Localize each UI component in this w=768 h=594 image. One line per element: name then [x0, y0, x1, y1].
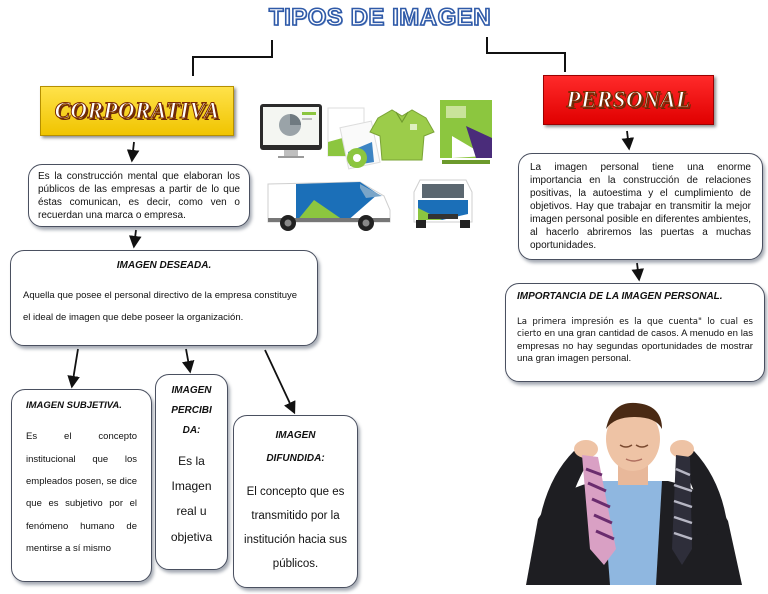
importancia-body: La primera impresión es la que cuenta" l…: [517, 316, 753, 366]
personal-banner: PERSONAL: [543, 75, 714, 125]
corporativa-to-desc-arrow: [126, 141, 140, 163]
striped-tie-dark-icon: [672, 455, 693, 565]
desc-to-deseada-arrow: [128, 229, 142, 249]
title-to-corporativa-line: [192, 40, 273, 76]
corporativa-description-box: Es la construcción mental que elaboran l…: [28, 164, 250, 227]
corporativa-label: CORPORATIVA: [54, 98, 220, 124]
imagen-difundida-title: IMAGEN DIFUNDIDA:: [244, 424, 347, 470]
corporativa-banner: CORPORATIVA: [40, 86, 234, 136]
deseada-to-percibida-arrow: [181, 348, 195, 374]
imagen-deseada-box: IMAGEN DESEADA. Aquella que posee el per…: [10, 250, 318, 346]
personal-label: PERSONAL: [566, 87, 691, 113]
polo-shirt-icon: [369, 109, 435, 161]
imagen-subjetiva-text: Es el concepto institucional que los emp…: [26, 431, 137, 554]
imagen-percibida-title-line: PERCIBI: [171, 405, 212, 416]
importancia-box: IMPORTANCIA DE LA IMAGEN PERSONAL. La pr…: [505, 283, 765, 382]
desc-to-importancia-arrow: [631, 262, 645, 282]
imagen-difundida-title-line: DIFUNDIDA:: [266, 453, 325, 464]
title-to-personal-line: [486, 37, 566, 72]
importancia-text: en una gran cantidad de casos. A menudo …: [517, 328, 753, 365]
imagen-percibida-title: IMAGEN PERCIBI DA:: [160, 381, 223, 441]
van-front-icon: [413, 179, 473, 228]
businessman-image: [526, 402, 742, 585]
personal-description-box: La imagen personal tiene una enorme impo…: [518, 153, 763, 260]
corporate-branding-image: [260, 100, 492, 231]
diagram-title: TIPOS DE IMAGEN: [268, 3, 492, 32]
imagen-difundida-box: IMAGEN DIFUNDIDA: El concepto que es tra…: [233, 415, 358, 588]
striped-tie-pink-icon: [582, 455, 616, 565]
stationery-icon: [327, 107, 381, 170]
imagen-percibida-text: Es la Imagen real u objetiva: [170, 454, 213, 544]
imagen-deseada-title: IMAGEN DESEADA.: [116, 260, 212, 271]
importancia-title: IMPORTANCIA DE LA IMAGEN PERSONAL.: [517, 291, 723, 302]
importancia-lead: La primera impresión es la que cuenta" l…: [517, 317, 753, 340]
imagen-percibida-title-line: IMAGEN: [171, 385, 212, 396]
imagen-percibida-box: IMAGEN PERCIBI DA: Es la Imagen real u o…: [155, 374, 228, 570]
imagen-deseada-text: Aquella que posee el personal directivo …: [23, 290, 298, 324]
personal-description: La imagen personal tiene una enorme impo…: [530, 162, 751, 251]
corporativa-description: Es la construcción mental que elaboran l…: [38, 171, 240, 221]
deseada-to-difundida-arrow: [264, 349, 296, 415]
imagen-subjetiva-box: IMAGEN SUBJETIVA. Es el concepto institu…: [11, 389, 152, 582]
monitor-icon: [260, 104, 322, 158]
folder-icon: [440, 100, 492, 164]
delivery-van-icon: [267, 181, 391, 231]
personal-to-desc-arrow: [621, 130, 635, 151]
imagen-difundida-title-line: IMAGEN: [275, 430, 316, 441]
imagen-subjetiva-title: IMAGEN SUBJETIVA.: [26, 400, 122, 411]
imagen-percibida-title-line: DA:: [182, 425, 201, 436]
imagen-difundida-text: El concepto que es transmitido por la in…: [244, 486, 347, 571]
deseada-to-subjetiva-arrow: [67, 348, 80, 389]
